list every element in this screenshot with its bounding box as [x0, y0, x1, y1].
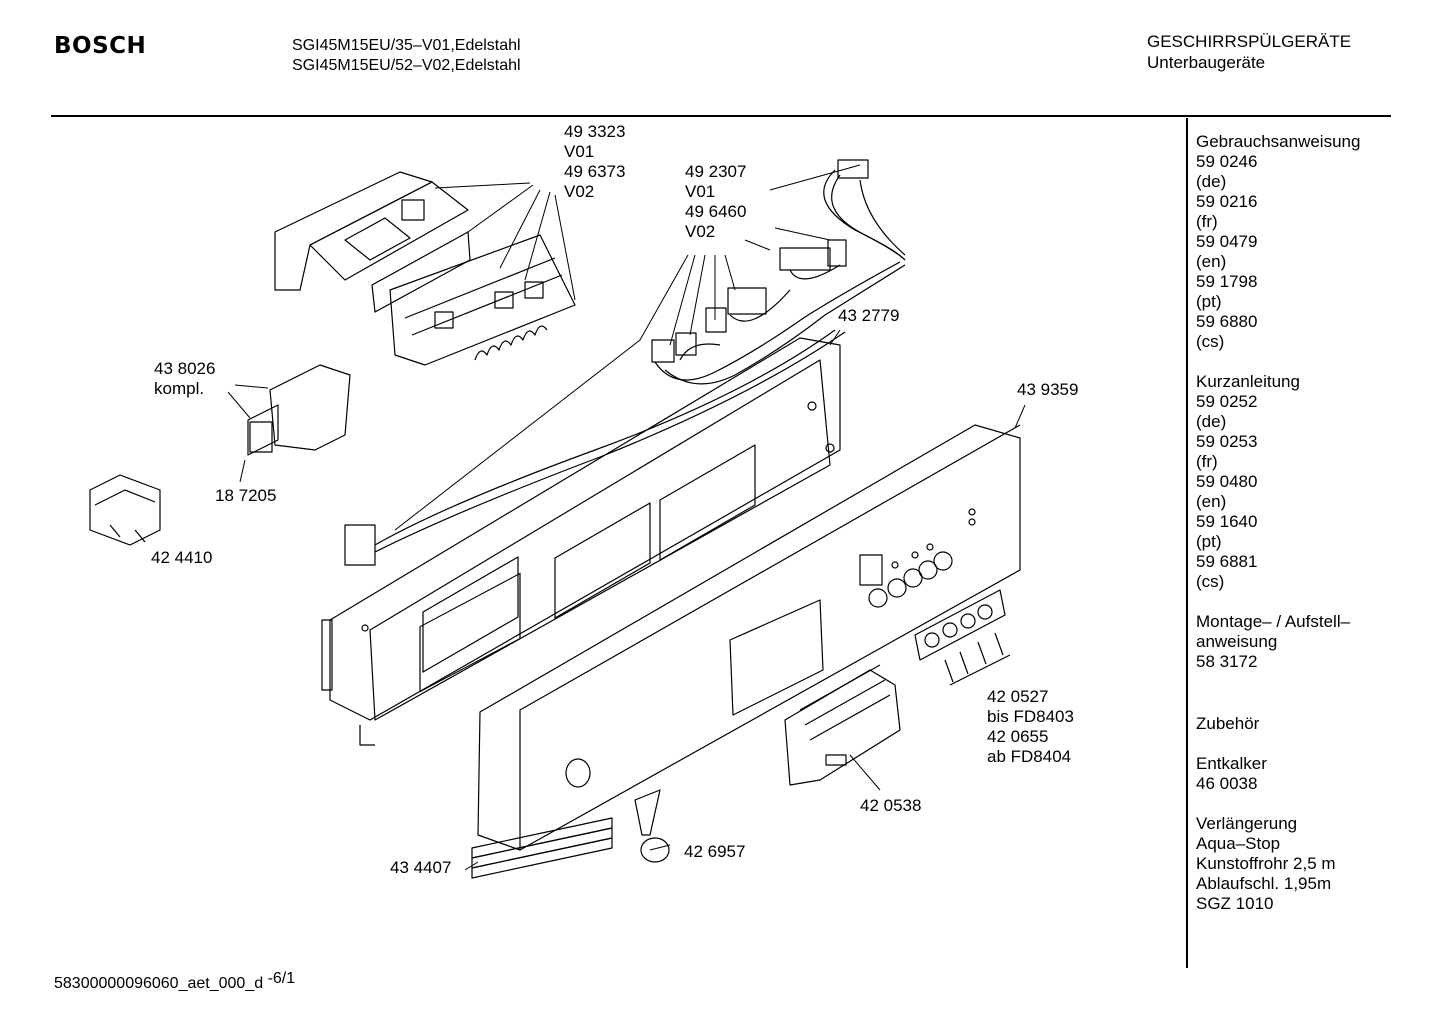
part-number: 43 8026: [154, 359, 216, 378]
sidebar-line: 59 0253: [1196, 432, 1258, 451]
sidebar-block-extension: Verlängerung Aqua–Stop Kunstoffrohr 2,5 …: [1196, 814, 1360, 914]
part-label-434407: 43 4407: [390, 858, 452, 877]
part-label-432779: 43 2779: [838, 306, 900, 325]
part-variant: V01: [564, 142, 595, 161]
sidebar-line: 58 3172: [1196, 652, 1258, 671]
sidebar-heading: Montage– / Aufstell–: [1196, 612, 1351, 631]
document-footer: 58300000096060_aet_000_d -6/1: [54, 970, 295, 993]
sidebar-line: 46 0038: [1196, 774, 1258, 793]
sidebar-line: 59 0216: [1196, 192, 1258, 211]
part-number: 42 0655: [987, 727, 1049, 746]
sidebar-line: 59 0246: [1196, 152, 1258, 171]
part-label-492307: 49 2307 V01 49 6460 V02: [685, 162, 746, 242]
sidebar-line: (de): [1196, 412, 1227, 431]
part-number: 49 6373: [564, 162, 626, 181]
sidebar-line: Ablaufschl. 1,95m: [1196, 874, 1332, 893]
part-number: 42 0527: [987, 687, 1049, 706]
brand-logo: BOSCH: [54, 33, 147, 59]
sidebar-line: 59 0480: [1196, 472, 1258, 491]
sidebar-line: (en): [1196, 252, 1227, 271]
sidebar-line: SGZ 1010: [1196, 894, 1274, 913]
part-label-426957: 42 6957: [684, 842, 746, 861]
foot-part: [634, 789, 670, 863]
sidebar-heading: Gebrauchsanweisung: [1196, 132, 1361, 151]
part-label-424410: 42 4410: [151, 548, 213, 567]
part-note: bis FD8403: [987, 707, 1074, 726]
control-panel-frame: [321, 337, 841, 746]
sidebar-line: anweisung: [1196, 632, 1278, 651]
electronic-module: [274, 171, 576, 366]
model-line: SGI45M15EU/35–V01,Edelstahl: [292, 37, 521, 54]
model-line: SGI45M15EU/52–V02,Edelstahl: [292, 57, 521, 74]
sidebar-line: 59 6881: [1196, 552, 1258, 571]
header-rule: [51, 115, 1391, 117]
part-label-187205: 18 7205: [215, 486, 277, 505]
sidebar-block-descaler: Entkalker 46 0038: [1196, 754, 1360, 794]
sidebar-line: (pt): [1196, 532, 1222, 551]
part-variant: V01: [685, 182, 716, 201]
documentation-sidebar: Gebrauchsanweisung 59 0246 (de) 59 0216 …: [1196, 132, 1360, 934]
part-label-420538: 42 0538: [860, 796, 922, 815]
sidebar-block-installation: Montage– / Aufstell– anweisung 58 3172: [1196, 612, 1360, 692]
wiring-harness: [344, 159, 906, 566]
part-variant: V02: [685, 222, 716, 241]
handle-part: [784, 664, 901, 786]
sidebar-line: (cs): [1196, 332, 1225, 351]
part-label-420527: 42 0527 bis FD8403 42 0655 ab FD8404: [987, 687, 1074, 767]
model-list: SGI45M15EU/35–V01,Edelstahl SGI45M15EU/5…: [292, 36, 521, 76]
sidebar-line: (fr): [1196, 452, 1218, 471]
part-note: ab FD8404: [987, 747, 1072, 766]
sidebar-block-quickguide: Kurzanleitung 59 0252 (de) 59 0253 (fr) …: [1196, 372, 1360, 592]
sidebar-heading: Entkalker: [1196, 754, 1267, 773]
sidebar-line: (pt): [1196, 292, 1222, 311]
part-label-438026: 43 8026 kompl.: [154, 359, 215, 399]
exploded-diagram: [89, 159, 1026, 879]
sidebar-line: 59 0252: [1196, 392, 1258, 411]
part-label-493323: 49 3323 V01 49 6373 V02: [564, 122, 625, 202]
category-heading: GESCHIRRSPÜLGERÄTE Unterbaugeräte: [1147, 31, 1351, 73]
part-variant: V02: [564, 182, 595, 201]
trim-strip: [471, 817, 613, 879]
part-note: kompl.: [154, 379, 205, 398]
sidebar-heading: Verlängerung: [1196, 814, 1298, 833]
sidebar-line: 59 6880: [1196, 312, 1258, 331]
sidebar-heading: Kurzanleitung: [1196, 372, 1300, 391]
sidebar-line: 59 1640: [1196, 512, 1258, 531]
sidebar-line: Kunstoffrohr 2,5 m: [1196, 854, 1336, 873]
button-strip: [914, 589, 1011, 686]
sidebar-line: 59 1798: [1196, 272, 1258, 291]
part-number: 49 6460: [685, 202, 747, 221]
relay-part: [247, 364, 351, 456]
front-panel: [477, 424, 1021, 851]
sidebar-line: (fr): [1196, 212, 1218, 231]
part-number: 49 3323: [564, 122, 626, 141]
category-title: GESCHIRRSPÜLGERÄTE: [1147, 32, 1352, 51]
sidebar-heading: Zubehör: [1196, 714, 1260, 733]
sidebar-line: 59 0479: [1196, 232, 1258, 251]
sidebar-block-manual: Gebrauchsanweisung 59 0246 (de) 59 0216 …: [1196, 132, 1360, 352]
part-number: 49 2307: [685, 162, 747, 181]
sidebar-line: (en): [1196, 492, 1227, 511]
subcategory-title: Unterbaugeräte: [1147, 53, 1266, 72]
sidebar-block-accessories: Zubehör: [1196, 714, 1360, 734]
leader-lines: [227, 164, 1026, 871]
sidebar-spacer: [1196, 672, 1360, 692]
document-code: 58300000096060_aet_000_d: [54, 975, 264, 992]
sidebar-line: Aqua–Stop: [1196, 834, 1281, 853]
page-number: -6/1: [267, 970, 296, 987]
switch-part: [89, 474, 161, 546]
part-label-439359: 43 9359: [1017, 380, 1079, 399]
sidebar-line: (cs): [1196, 572, 1225, 591]
sidebar-divider: [1186, 118, 1188, 968]
sidebar-line: (de): [1196, 172, 1227, 191]
